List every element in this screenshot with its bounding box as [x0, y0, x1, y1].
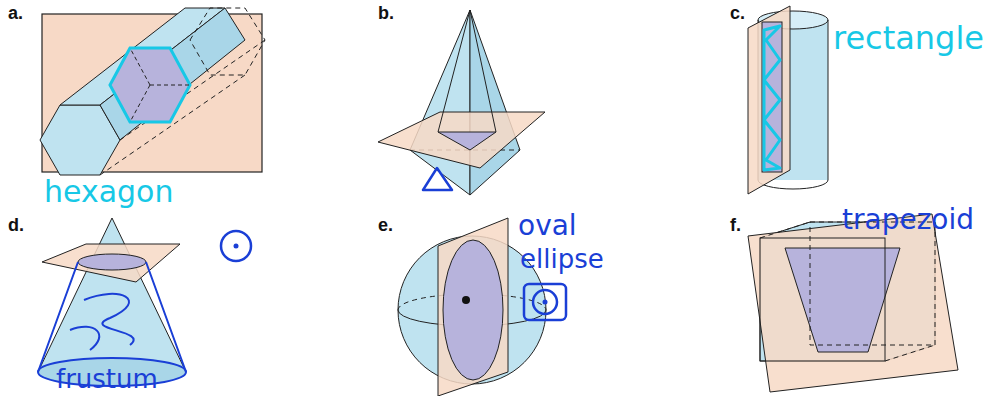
sphere [398, 218, 566, 396]
panel-letter: b. [378, 4, 394, 22]
panel-letter: e. [378, 216, 393, 234]
panel-letter: d. [8, 216, 24, 234]
panel-letter: c. [730, 4, 745, 22]
handwritten-answer: frustum [56, 366, 158, 392]
panel-letter: a. [8, 4, 23, 22]
handwritten-answer: ellipse [520, 246, 604, 272]
pyramid [378, 10, 545, 195]
handwritten-answer: trapezoid [842, 206, 974, 234]
handwritten-answer: hexagon [44, 177, 174, 207]
handwritten-answer: rectangle [833, 22, 984, 54]
cylinder [748, 6, 828, 194]
cone [38, 218, 251, 386]
handwritten-answer: oval [518, 212, 577, 240]
hexagonal-prism [40, 8, 265, 175]
panel-letter: f. [730, 216, 741, 234]
cube [748, 214, 958, 392]
